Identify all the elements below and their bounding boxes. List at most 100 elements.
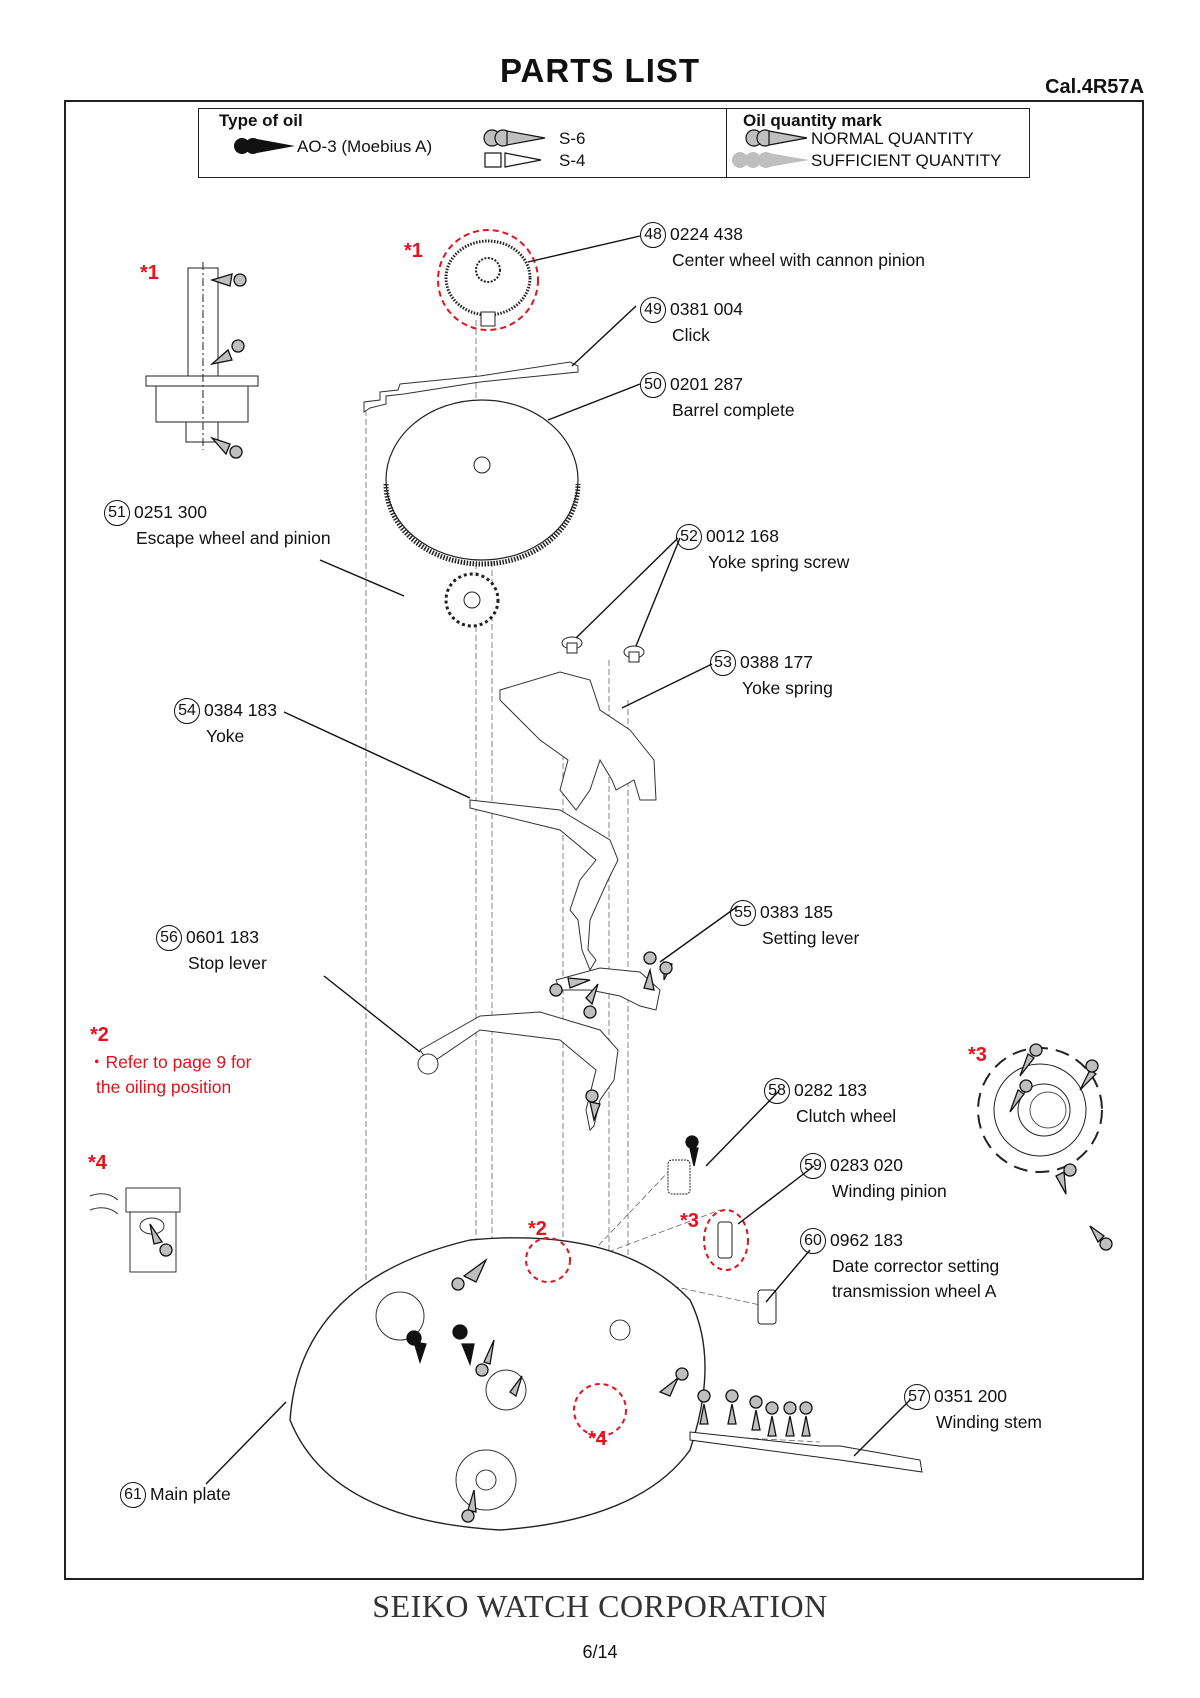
stop-lever-pin — [417, 1053, 439, 1075]
main-plate-drawing — [289, 1237, 706, 1531]
part-name: Yoke spring — [742, 678, 833, 699]
note-marker-3: *3 — [968, 1044, 987, 1066]
part-name: Winding pinion — [832, 1181, 947, 1202]
oil-quantity-normal-icon — [745, 129, 808, 147]
part-code: 0381 004 — [670, 299, 743, 319]
winding-pinion-detail-drawing — [977, 1047, 1103, 1173]
part-code: 0282 183 — [794, 1080, 867, 1100]
yoke-spring-screws-drawing — [561, 636, 645, 663]
part-name: Date corrector setting — [832, 1256, 1000, 1277]
yoke-spring-drawing — [499, 671, 657, 811]
oil-marks — [149, 273, 1113, 1523]
part-number-badge: 60 — [800, 1228, 826, 1255]
note-marker-3-pinion: *3 — [680, 1210, 699, 1232]
note-marker-4-plate: *4 — [588, 1428, 607, 1450]
part-name: Setting lever — [762, 928, 860, 949]
legend-divider — [726, 109, 727, 177]
caliber-label: Cal.4R57A — [1045, 76, 1144, 98]
part-number-badge: 61 — [120, 1482, 146, 1509]
part-code: 0962 183 — [830, 1230, 903, 1250]
part-code: 0251 300 — [134, 502, 207, 522]
part-code: 0601 183 — [186, 927, 259, 947]
legend-type-heading: Type of oil — [219, 111, 303, 130]
note-2-line-1: ・Refer to page 9 for — [88, 1052, 252, 1072]
page-number: 6/14 — [582, 1642, 618, 1662]
company-footer: SEIKO WATCH CORPORATION — [372, 1588, 828, 1624]
part-name: Clutch wheel — [796, 1106, 897, 1127]
part-code: 0224 438 — [670, 224, 743, 244]
part-number-badge: 50 — [640, 372, 666, 399]
legend-oil-ao3: AO-3 (Moebius A) — [297, 137, 433, 156]
part-name-line-2: transmission wheel A — [832, 1281, 997, 1302]
center-wheel-detail-drawing — [145, 262, 259, 450]
legend-quantity-heading: Oil quantity mark — [743, 111, 882, 130]
center-wheel-drawing — [437, 229, 539, 331]
oil-mark-gray-icon — [483, 129, 546, 147]
part-code: 0283 020 — [830, 1155, 903, 1175]
part-number-badge: 52 — [676, 524, 702, 551]
setting-lever-drawing — [555, 967, 661, 1011]
note-marker-2: *2 — [90, 1024, 109, 1046]
oil-legend: Type of oil AO-3 (Moebius A) S-6 S-4 Oil… — [198, 108, 1030, 178]
part-code: 0384 183 — [204, 700, 277, 720]
small-wheels-drawing — [667, 1159, 777, 1325]
part-name: Main plate — [150, 1484, 231, 1504]
part-number-badge: 53 — [710, 650, 736, 677]
note-marker-2-plate: *2 — [528, 1218, 547, 1240]
part-name: Click — [672, 325, 710, 346]
oil-mark-black-icon — [234, 138, 295, 154]
part-name: Center wheel with cannon pinion — [672, 250, 925, 271]
note-marker-1-wheel: *1 — [404, 240, 423, 262]
part-code: 0388 177 — [740, 652, 813, 672]
legend-oil-s4: S-4 — [559, 151, 586, 170]
part-name: Barrel complete — [672, 400, 795, 421]
part-name: Yoke — [206, 726, 245, 747]
part-name: Stop lever — [188, 953, 267, 974]
diagram-frame — [64, 100, 1144, 1580]
part-name: Yoke spring screw — [708, 552, 850, 573]
legend-oil-s6: S-6 — [559, 129, 586, 148]
oil-mark-white-icon — [484, 152, 542, 168]
part-code: 0012 168 — [706, 526, 779, 546]
note-marker-4: *4 — [88, 1152, 107, 1174]
yoke-drawing — [469, 799, 619, 972]
stop-lever-drawing — [419, 1011, 619, 1132]
winding-stem-oil-marks — [697, 1389, 813, 1437]
barrel-drawing — [383, 399, 581, 567]
part-name: Escape wheel and pinion — [136, 528, 331, 549]
part-number-badge: 49 — [640, 297, 666, 324]
part-number-badge: 59 — [800, 1153, 826, 1180]
part-name: Winding stem — [936, 1412, 1043, 1433]
note-2-line-2: the oiling position — [96, 1077, 232, 1097]
part-code: 0351 200 — [934, 1386, 1007, 1406]
part-number-badge: 54 — [174, 698, 200, 725]
legend-normal-quantity: NORMAL QUANTITY — [811, 129, 974, 148]
part-number-badge: 55 — [730, 900, 756, 927]
part-number-badge: 51 — [104, 500, 130, 527]
winding-stem-drawing — [689, 1431, 923, 1473]
part-code: 0201 287 — [670, 374, 743, 394]
part-number-badge: 48 — [640, 222, 666, 249]
main-plate-detail-drawing — [89, 1187, 181, 1273]
legend-sufficient-quantity: SUFFICIENT QUANTITY — [811, 151, 1002, 170]
part-number-badge: 57 — [904, 1384, 930, 1411]
note-marker-1: *1 — [140, 262, 159, 284]
leader-lines — [205, 235, 911, 1485]
part-number-badge: 58 — [764, 1078, 790, 1105]
oil-quantity-sufficient-icon — [732, 152, 809, 168]
